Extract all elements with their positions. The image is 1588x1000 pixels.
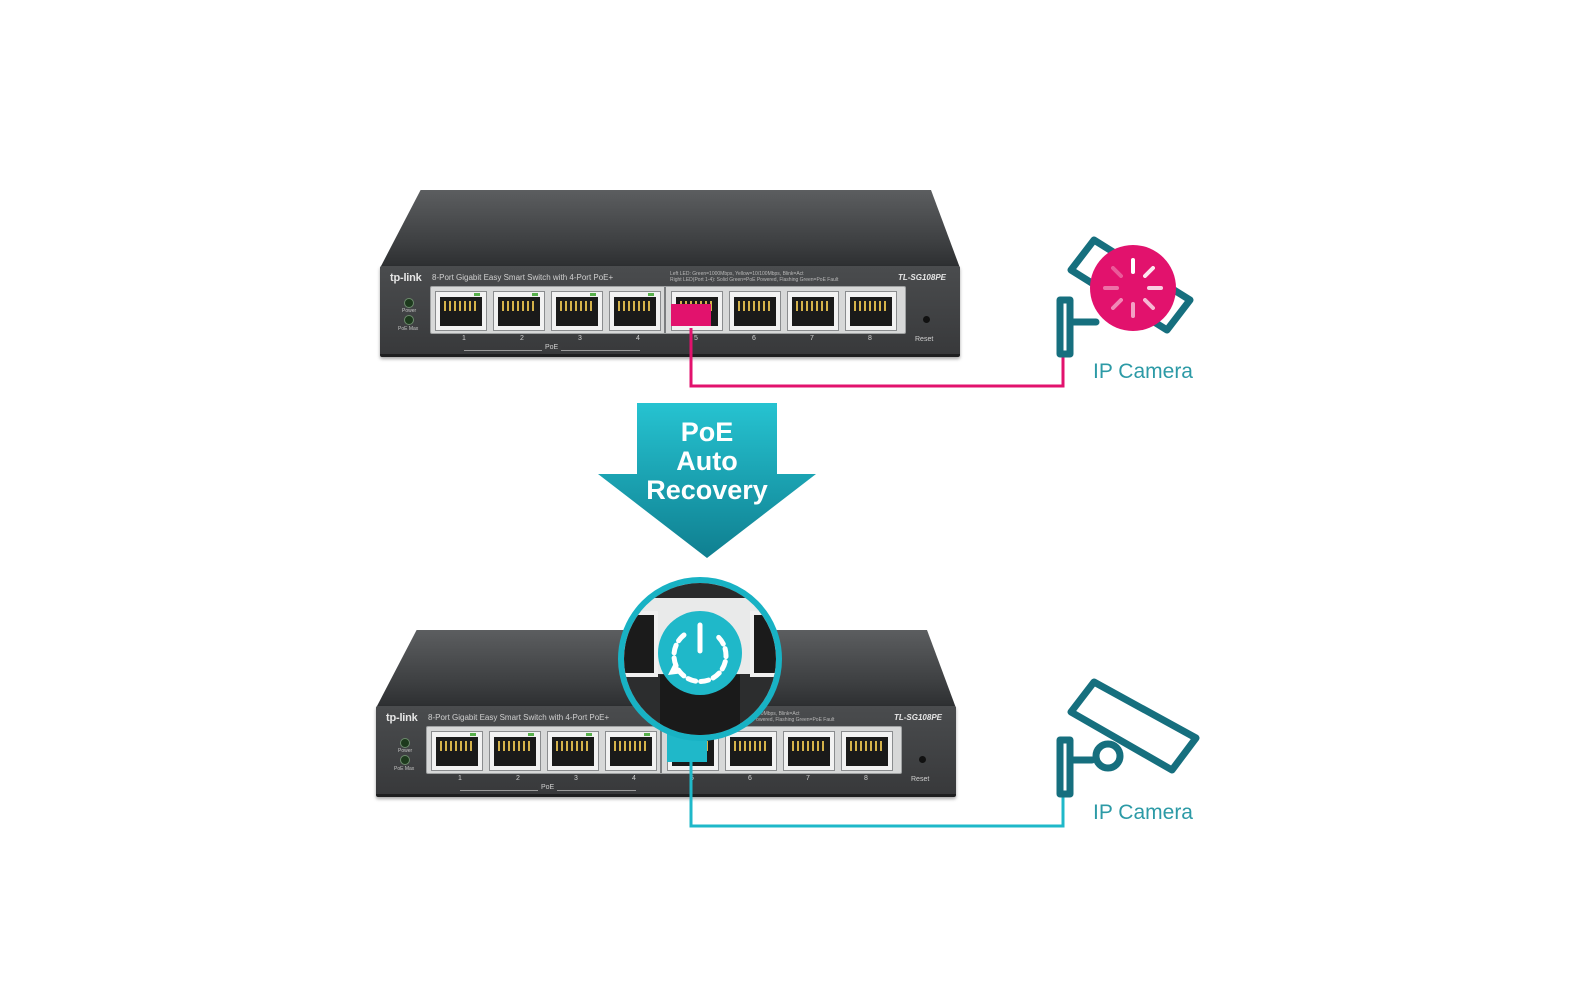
fault-cable: [691, 302, 1063, 386]
camera-mount-plate: [1060, 740, 1070, 794]
camera-lens: [1096, 744, 1120, 768]
loading-spinner-icon: [1090, 245, 1176, 331]
security-camera-icon: [1060, 682, 1196, 794]
recovered-cable: [691, 742, 1063, 826]
port-zoom-circle: [618, 577, 782, 741]
poe-auto-recovery-label: PoE Auto Recovery: [600, 418, 814, 505]
bottom-camera-label: IP Camera: [1093, 801, 1193, 825]
camera-mount-plate: [1060, 300, 1070, 354]
power-restart-icon: [624, 583, 776, 735]
top-camera-label: IP Camera: [1093, 360, 1193, 384]
